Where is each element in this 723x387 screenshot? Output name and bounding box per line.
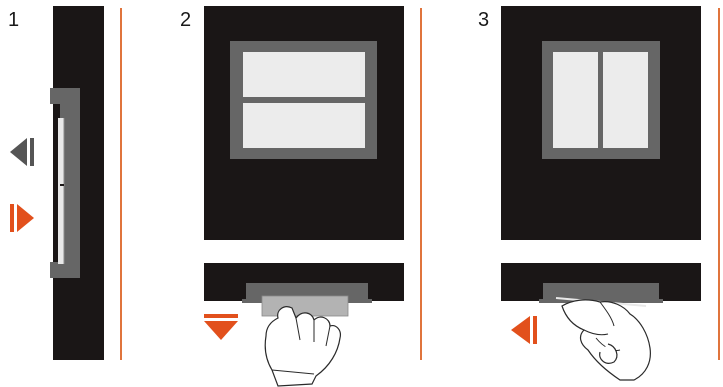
window-vertical-split [542,41,660,159]
hand-icon [561,299,651,381]
arrow-right-icon [10,204,34,232]
step-number: 2 [180,9,191,31]
arrow-left-icon [10,138,34,166]
arrow-down-icon [204,314,238,340]
step-1: 1 [8,6,104,360]
step-3: 3 [478,6,701,381]
slot-frame [50,88,80,278]
arrow-left-orange-icon [511,316,537,344]
step-2: 2 [180,6,404,387]
step-number: 3 [478,9,489,31]
window-horizontal-split [230,41,377,159]
step-number: 1 [8,9,19,31]
hand-icon [264,306,341,387]
